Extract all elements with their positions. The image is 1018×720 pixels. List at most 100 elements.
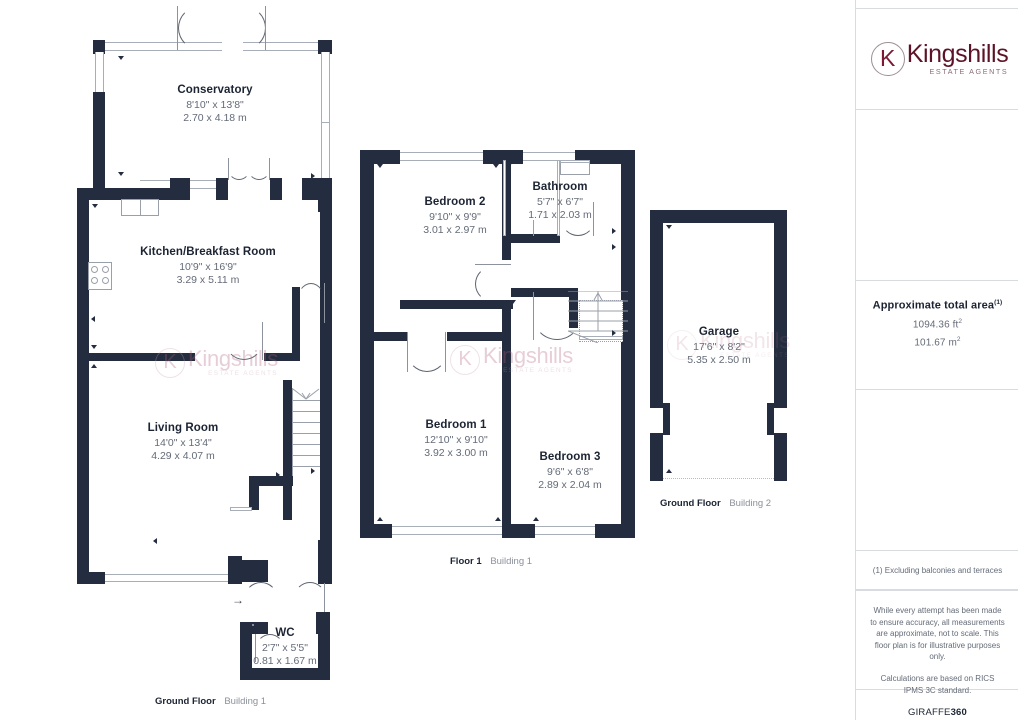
brand-logo-letter: K	[880, 44, 896, 71]
internal-wall-bathroom-bottom	[502, 234, 560, 243]
wc-wall-bottom	[240, 668, 330, 680]
conservatory-glazing-top-left	[104, 42, 222, 51]
room-label-bedroom-1: Bedroom 1 12'10" x 9'10" 3.92 x 3.00 m	[381, 418, 531, 461]
house-wall-left-exterior	[77, 188, 89, 584]
garage-door-opening	[663, 478, 774, 479]
stair-step	[292, 444, 320, 445]
stair-step	[292, 466, 320, 467]
conservatory-wall-corner-ne	[318, 40, 332, 54]
understairs-wall-nub	[283, 478, 292, 520]
total-area-imperial-unit-exp: 2	[958, 317, 963, 325]
understairs-wall-step	[249, 476, 293, 486]
total-area-imperial: 1094.36 ft2	[856, 318, 1018, 330]
watermark-logo-icon: K	[450, 345, 480, 375]
living-room-window-bottom	[105, 574, 228, 582]
conservatory-glazing-left	[95, 52, 104, 92]
room-metric: 4.29 x 4.07 m	[151, 450, 215, 463]
floor-caption-ground-building-2: Ground Floor Building 2	[660, 498, 771, 509]
kitchen-hall-door-leaf	[262, 322, 264, 360]
wc-door-leaf	[255, 634, 257, 662]
understairs-wall-vertical	[249, 476, 259, 510]
kitchen-conservatory-door-arc-left	[228, 158, 250, 180]
watermark-letter: K	[458, 348, 472, 370]
entrance-direction-arrow: →	[232, 593, 244, 607]
kitchen-hob-burner-1	[91, 266, 98, 273]
kitchen-conservatory-door-arc-right	[248, 158, 270, 180]
brand-tagline: ESTATE AGENTS	[929, 67, 1009, 77]
room-metric: 0.81 x 1.67 m	[253, 655, 317, 668]
kitchen-wall-top-left	[77, 188, 173, 200]
brand-logo-panel: K Kingshills ESTATE AGENTS	[856, 8, 1018, 110]
conservatory-door-leaf-left	[177, 6, 179, 50]
staircase-ground-floor	[292, 388, 320, 476]
room-label-wc: WC 2'7" x 5'5" 0.81 x 1.67 m	[230, 626, 340, 669]
floor-caption-floor: Floor 1	[450, 556, 482, 567]
room-imperial: 14'0" x 13'4"	[154, 436, 212, 449]
internal-wall-bedroom2-right	[502, 150, 511, 260]
conservatory-wall-bottom-block-4	[302, 178, 332, 200]
footnote-panel: (1) Excluding balconies and terraces	[856, 550, 1018, 590]
garage-wall-left-upper	[650, 210, 663, 408]
watermark-kingshills: K Kingshills ESTATE AGENTS	[450, 345, 573, 375]
wc-door-arc	[256, 634, 284, 662]
room-imperial: 17'6" x 8'2"	[693, 340, 745, 353]
kitchen-conservatory-leaf-left	[228, 158, 230, 180]
bedroom3-door-leaf	[533, 292, 535, 340]
entry-wall-nub	[228, 556, 242, 574]
room-metric: 2.70 x 4.18 m	[183, 112, 247, 125]
conservatory-glazing-top-right	[243, 42, 321, 51]
kitchen-hob-burner-3	[91, 277, 98, 284]
room-label-bedroom-2: Bedroom 2 9'10" x 9'9" 3.01 x 2.97 m	[385, 195, 525, 238]
room-name: Bathroom	[532, 181, 588, 193]
bathroom-door-arc	[561, 202, 595, 236]
internal-wall-bedroom1-top-2	[447, 332, 511, 341]
kitchen-hob-burner-4	[102, 277, 109, 284]
room-imperial: 9'10" x 9'9"	[429, 210, 481, 223]
watermark-tagline: ESTATE AGENTS	[503, 367, 573, 375]
room-metric: 3.92 x 3.00 m	[424, 447, 488, 460]
internal-wall-hall-vertical	[292, 287, 300, 361]
wc-basin-fixture	[252, 624, 254, 626]
floor1-wall-left-exterior	[360, 150, 374, 538]
hall-entry-door-leaf	[324, 283, 326, 323]
conservatory-wall-corner-nw	[93, 40, 105, 54]
front-door-arc-right	[294, 582, 326, 614]
kitchen-hall-door-arc	[225, 322, 263, 360]
room-metric: 1.71 x 2.03 m	[528, 209, 592, 222]
room-name: Living Room	[147, 422, 219, 434]
ground-floor-building-2-plan: Garage 17'6" x 8'2" 5.35 x 2.50 m K King…	[645, 205, 805, 520]
total-area-metric-value: 101.67 m	[914, 337, 957, 349]
bedroom3-door-arc	[533, 292, 581, 340]
house-wall-right-exterior	[320, 198, 332, 584]
stair-step	[292, 422, 320, 423]
watermark-tagline: ESTATE AGENTS	[208, 370, 278, 378]
stair-step	[292, 433, 320, 434]
stair-center-line	[292, 388, 293, 476]
total-area-metric: 101.67 m2	[856, 336, 1018, 348]
floor-1-building-1-plan: Bedroom 2 9'10" x 9'9" 3.01 x 2.97 m Bat…	[355, 140, 645, 570]
internal-wall-landing-vertical	[502, 300, 511, 332]
room-imperial: 5'7" x 6'7"	[537, 195, 583, 208]
entry-wall-block-left	[240, 560, 268, 582]
bedroom1-door-arc	[407, 332, 447, 372]
house-wall-bottom-exterior-left	[77, 572, 105, 584]
room-imperial: 10'9" x 16'9"	[179, 260, 237, 273]
garage-wall-right-lower	[774, 433, 787, 481]
bedroom3-window-bottom	[535, 526, 595, 535]
front-door-arc-left	[244, 582, 278, 616]
room-name: Garage	[698, 326, 740, 338]
conservatory-wall-left	[93, 92, 105, 189]
garage-wall-top	[650, 210, 787, 223]
hall-entry-door-arc	[296, 283, 326, 325]
floor1-wall-bottom-left-block	[360, 524, 392, 538]
disclaimer-accuracy-text: While every attempt has been made to ens…	[870, 606, 1005, 662]
internal-wall-bedroom2-bottom	[400, 300, 513, 309]
bathroom-door-leaf	[593, 202, 595, 236]
ground-floor-building-1-plan: Conservatory 8'10" x 13'8" 2.70 x 4.18 m…	[0, 0, 360, 707]
room-label-garage: Garage 17'6" x 8'2" 5.35 x 2.50 m	[663, 325, 775, 368]
bedroom2-window-top	[400, 152, 483, 161]
conservatory-wall-bottom-block-3	[270, 178, 282, 200]
bedroom2-door-leaf	[475, 264, 511, 266]
total-area-title: Approximate total area(1)	[856, 299, 1018, 312]
bedroom1-window-bottom	[392, 526, 503, 535]
